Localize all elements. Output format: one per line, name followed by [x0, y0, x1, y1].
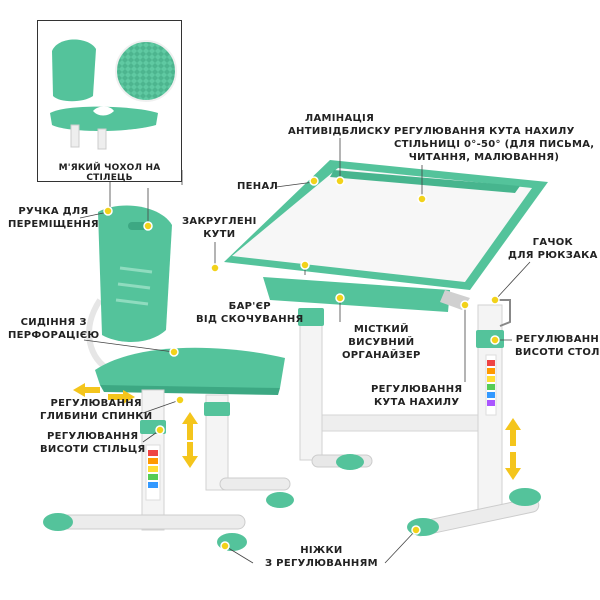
desk-crossbar [319, 414, 496, 432]
organizer-drawer [263, 277, 450, 312]
label-back-depth: РЕГУЛЮВАННЯ ГЛИБИНИ СПИНКИ [40, 398, 153, 422]
desk [224, 160, 548, 537]
chair-cover-inset: М'ЯКИЙ ЧОХОЛ НА СТІЛЕЦЬ [37, 20, 182, 183]
desk-leg-left-collar [298, 308, 324, 326]
label-organizer: МІСТКИЙ ВИСУВНИЙ ОРГАНАЙЗЕР [342, 324, 421, 361]
label-lamination: ЛАМІНАЦІЯ АНТИВІДБЛИСКУ [288, 113, 391, 137]
label-tilt-adjust: РЕГУЛЮВАННЯ КУТА НАХИЛУ [371, 384, 463, 408]
label-tilt-range: РЕГУЛЮВАННЯ КУТА НАХИЛУ СТІЛЬНИЦІ 0°-50°… [394, 126, 595, 163]
arrow-down-chair [182, 442, 198, 468]
label-rounded-corners: ЗАКРУГЛЕНІ КУТИ [182, 216, 257, 240]
chair-backrest [98, 205, 172, 342]
label-desk-height: РЕГУЛЮВАННЯ ВИСОТИ СТОЛУ [515, 334, 600, 358]
label-slide-barrier: БАР'ЄР ВІД СКОЧУВАННЯ [196, 301, 304, 325]
tabletop-surface [232, 168, 532, 282]
label-chair-height: РЕГУЛЮВАННЯ ВИСОТИ СТІЛЬЦЯ [40, 431, 146, 455]
label-handle: РУЧКА ДЛЯ ПЕРЕМІЩЕННЯ [8, 206, 99, 230]
label-backpack-hook: ГАЧОК ДЛЯ РЮКЗАКА [508, 237, 598, 261]
arrow-left [73, 383, 100, 397]
label-adjustable-feet: НІЖКИ З РЕГУЛЮВАННЯМ [265, 545, 378, 569]
label-pencil-case: ПЕНАЛ [237, 181, 279, 192]
label-perforated-seat: СИДІННЯ З ПЕРФОРАЦІЄЮ [8, 317, 100, 341]
arrow-up-desk [505, 418, 521, 446]
chair-seat [95, 347, 285, 393]
desk-leg-left [299, 309, 323, 461]
desk-height-scale [485, 354, 497, 416]
arrow-up-chair [182, 412, 198, 440]
arrow-down-desk [505, 452, 521, 480]
desk-leg-right-collar [476, 330, 504, 348]
chair-cover-image [50, 39, 177, 150]
adjust-arrows [73, 383, 521, 480]
chair [43, 205, 294, 551]
inset-caption: М'ЯКИЙ ЧОХОЛ НА СТІЛЕЦЬ [58, 163, 161, 183]
arrow-right [108, 390, 135, 404]
marker-dots [103, 176, 500, 551]
